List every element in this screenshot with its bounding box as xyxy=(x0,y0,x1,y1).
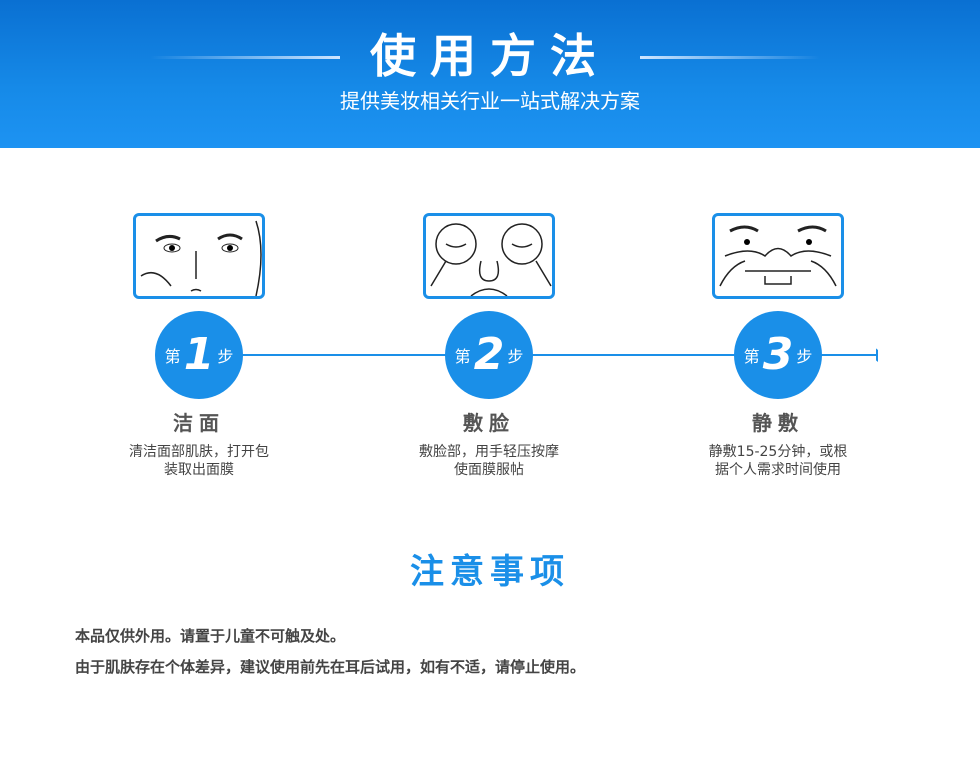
page-title: 使用方法 xyxy=(370,29,610,83)
face-cleansing-illustration xyxy=(133,213,265,299)
step-prefix: 第 xyxy=(454,347,471,366)
timeline-line xyxy=(240,354,876,356)
step-prefix: 第 xyxy=(743,347,760,366)
step-title: 洁面 xyxy=(173,411,225,435)
step-title: 静敷 xyxy=(752,411,804,435)
step-number: 2 xyxy=(473,329,505,380)
decorative-line xyxy=(640,56,820,59)
step-number: 3 xyxy=(762,329,794,380)
step-suffix: 步 xyxy=(796,347,813,366)
notice-item: 本品仅供外用。请置于儿童不可触及处。 xyxy=(75,627,346,645)
step-suffix: 步 xyxy=(507,347,524,366)
mask-applying-illustration xyxy=(423,213,555,299)
header-banner: 使用方法 提供美妆相关行业一站式解决方案 xyxy=(0,0,980,148)
decorative-line xyxy=(150,56,340,59)
step-description: 静敷15-25分钟，或根据个人需求时间使用 xyxy=(708,444,848,478)
step-description: 敷脸部，用手轻压按摩使面膜服帖 xyxy=(419,444,559,478)
notice-title: 注意事项 xyxy=(410,552,570,592)
step-description: 清洁面部肌肤，打开包装取出面膜 xyxy=(129,444,269,478)
step-number: 1 xyxy=(183,329,215,380)
step-title: 敷脸 xyxy=(463,411,515,435)
step-suffix: 步 xyxy=(217,347,234,366)
page-subtitle: 提供美妆相关行业一站式解决方案 xyxy=(340,89,640,113)
mask-resting-illustration xyxy=(712,213,844,299)
step-prefix: 第 xyxy=(164,347,181,366)
notice-item: 由于肌肤存在个体差异，建议使用前先在耳后试用，如有不适，请停止使用。 xyxy=(75,658,586,676)
arrow-icon xyxy=(866,339,878,363)
